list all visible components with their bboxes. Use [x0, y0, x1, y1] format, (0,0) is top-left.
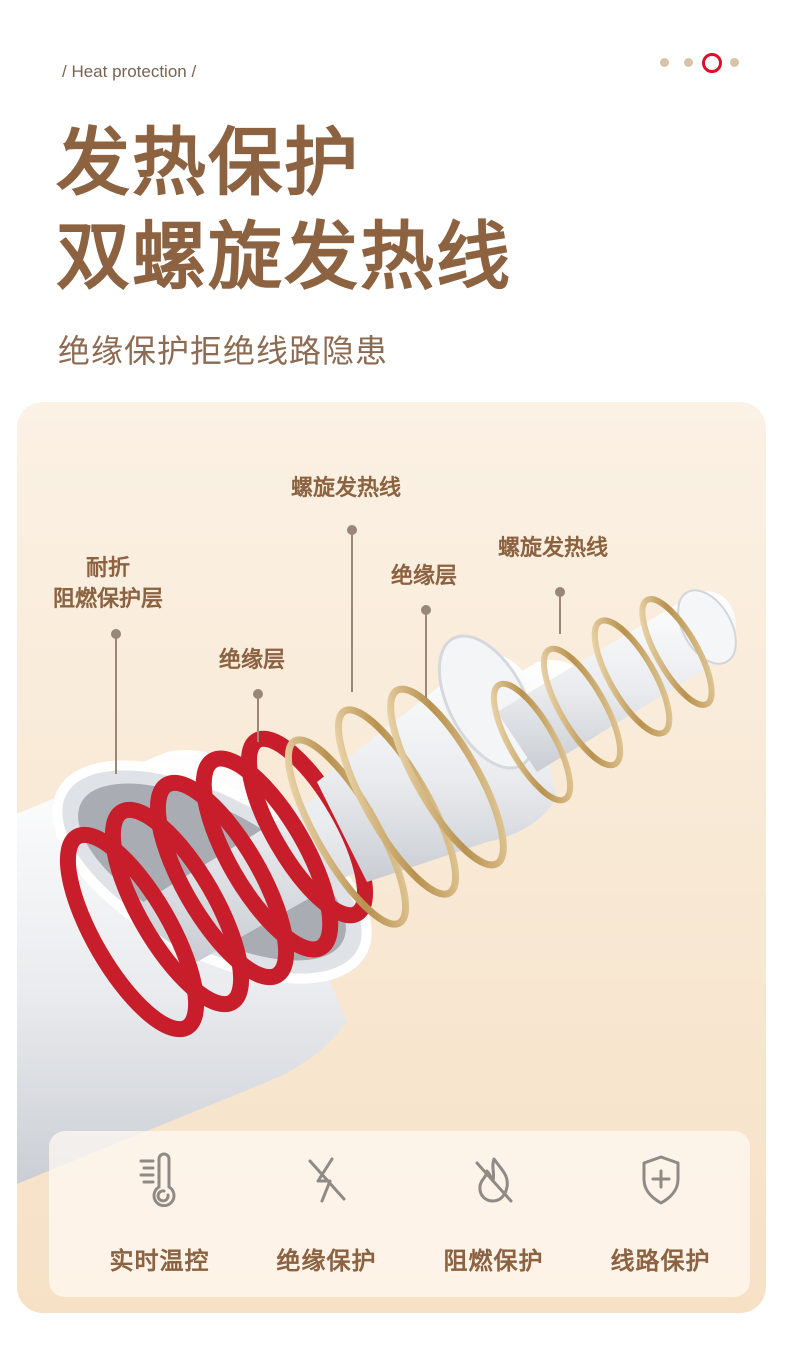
no-fire-icon [475, 1157, 513, 1203]
shield-plus-icon [642, 1155, 680, 1205]
gold-spiral-wire-mid [284, 685, 507, 928]
callout-insulation-mid: 绝缘层 [391, 564, 458, 589]
headline-line-1: 发热保护 [56, 120, 360, 206]
no-electricity-icon [308, 1157, 346, 1203]
pager-dot-4[interactable] [730, 58, 739, 67]
pager-dot-2[interactable] [684, 58, 693, 67]
feature-line-protection-label: 线路保护 [610, 1247, 711, 1275]
feature-line-protection: 线路保护 [573, 1131, 748, 1297]
feature-insulation-label: 绝缘保护 [276, 1247, 377, 1275]
feature-insulation: 绝缘保护 [239, 1131, 414, 1297]
heating-cable-illustration [17, 525, 737, 1184]
callout-outer-layer: 耐折 阻燃保护层 [53, 554, 163, 616]
inner-thin-core [497, 591, 736, 772]
feature-realtime-temp-label: 实时温控 [109, 1247, 210, 1275]
headline-line-2: 双螺旋发热线 [56, 214, 512, 300]
callout-outer-layer-line1: 耐折 [86, 556, 131, 581]
pager-dot-3-active[interactable] [702, 53, 722, 73]
gold-spiral-wire-thin [490, 596, 715, 804]
callout-spiral-right: 螺旋发热线 [498, 536, 609, 561]
callout-spiral-top: 螺旋发热线 [291, 476, 402, 501]
pager-dot-1[interactable] [660, 58, 669, 67]
feature-realtime-temp: 实时温控 [72, 1131, 247, 1297]
feature-flame-retardant: 阻燃保护 [406, 1131, 581, 1297]
carousel-pager [656, 52, 746, 73]
tagline: / Heat protection / [62, 62, 197, 81]
callout-pointers [111, 525, 565, 774]
feature-bar: 实时温控 绝缘保护 阻燃保护 [49, 1131, 750, 1297]
subheadline: 绝缘保护拒绝线路隐患 [58, 332, 389, 370]
thermometer-icon [139, 1152, 176, 1208]
callout-insulation-inner: 绝缘层 [219, 648, 286, 673]
feature-flame-retardant-label: 阻燃保护 [443, 1247, 544, 1275]
callout-outer-layer-line2: 阻燃保护层 [53, 586, 164, 612]
